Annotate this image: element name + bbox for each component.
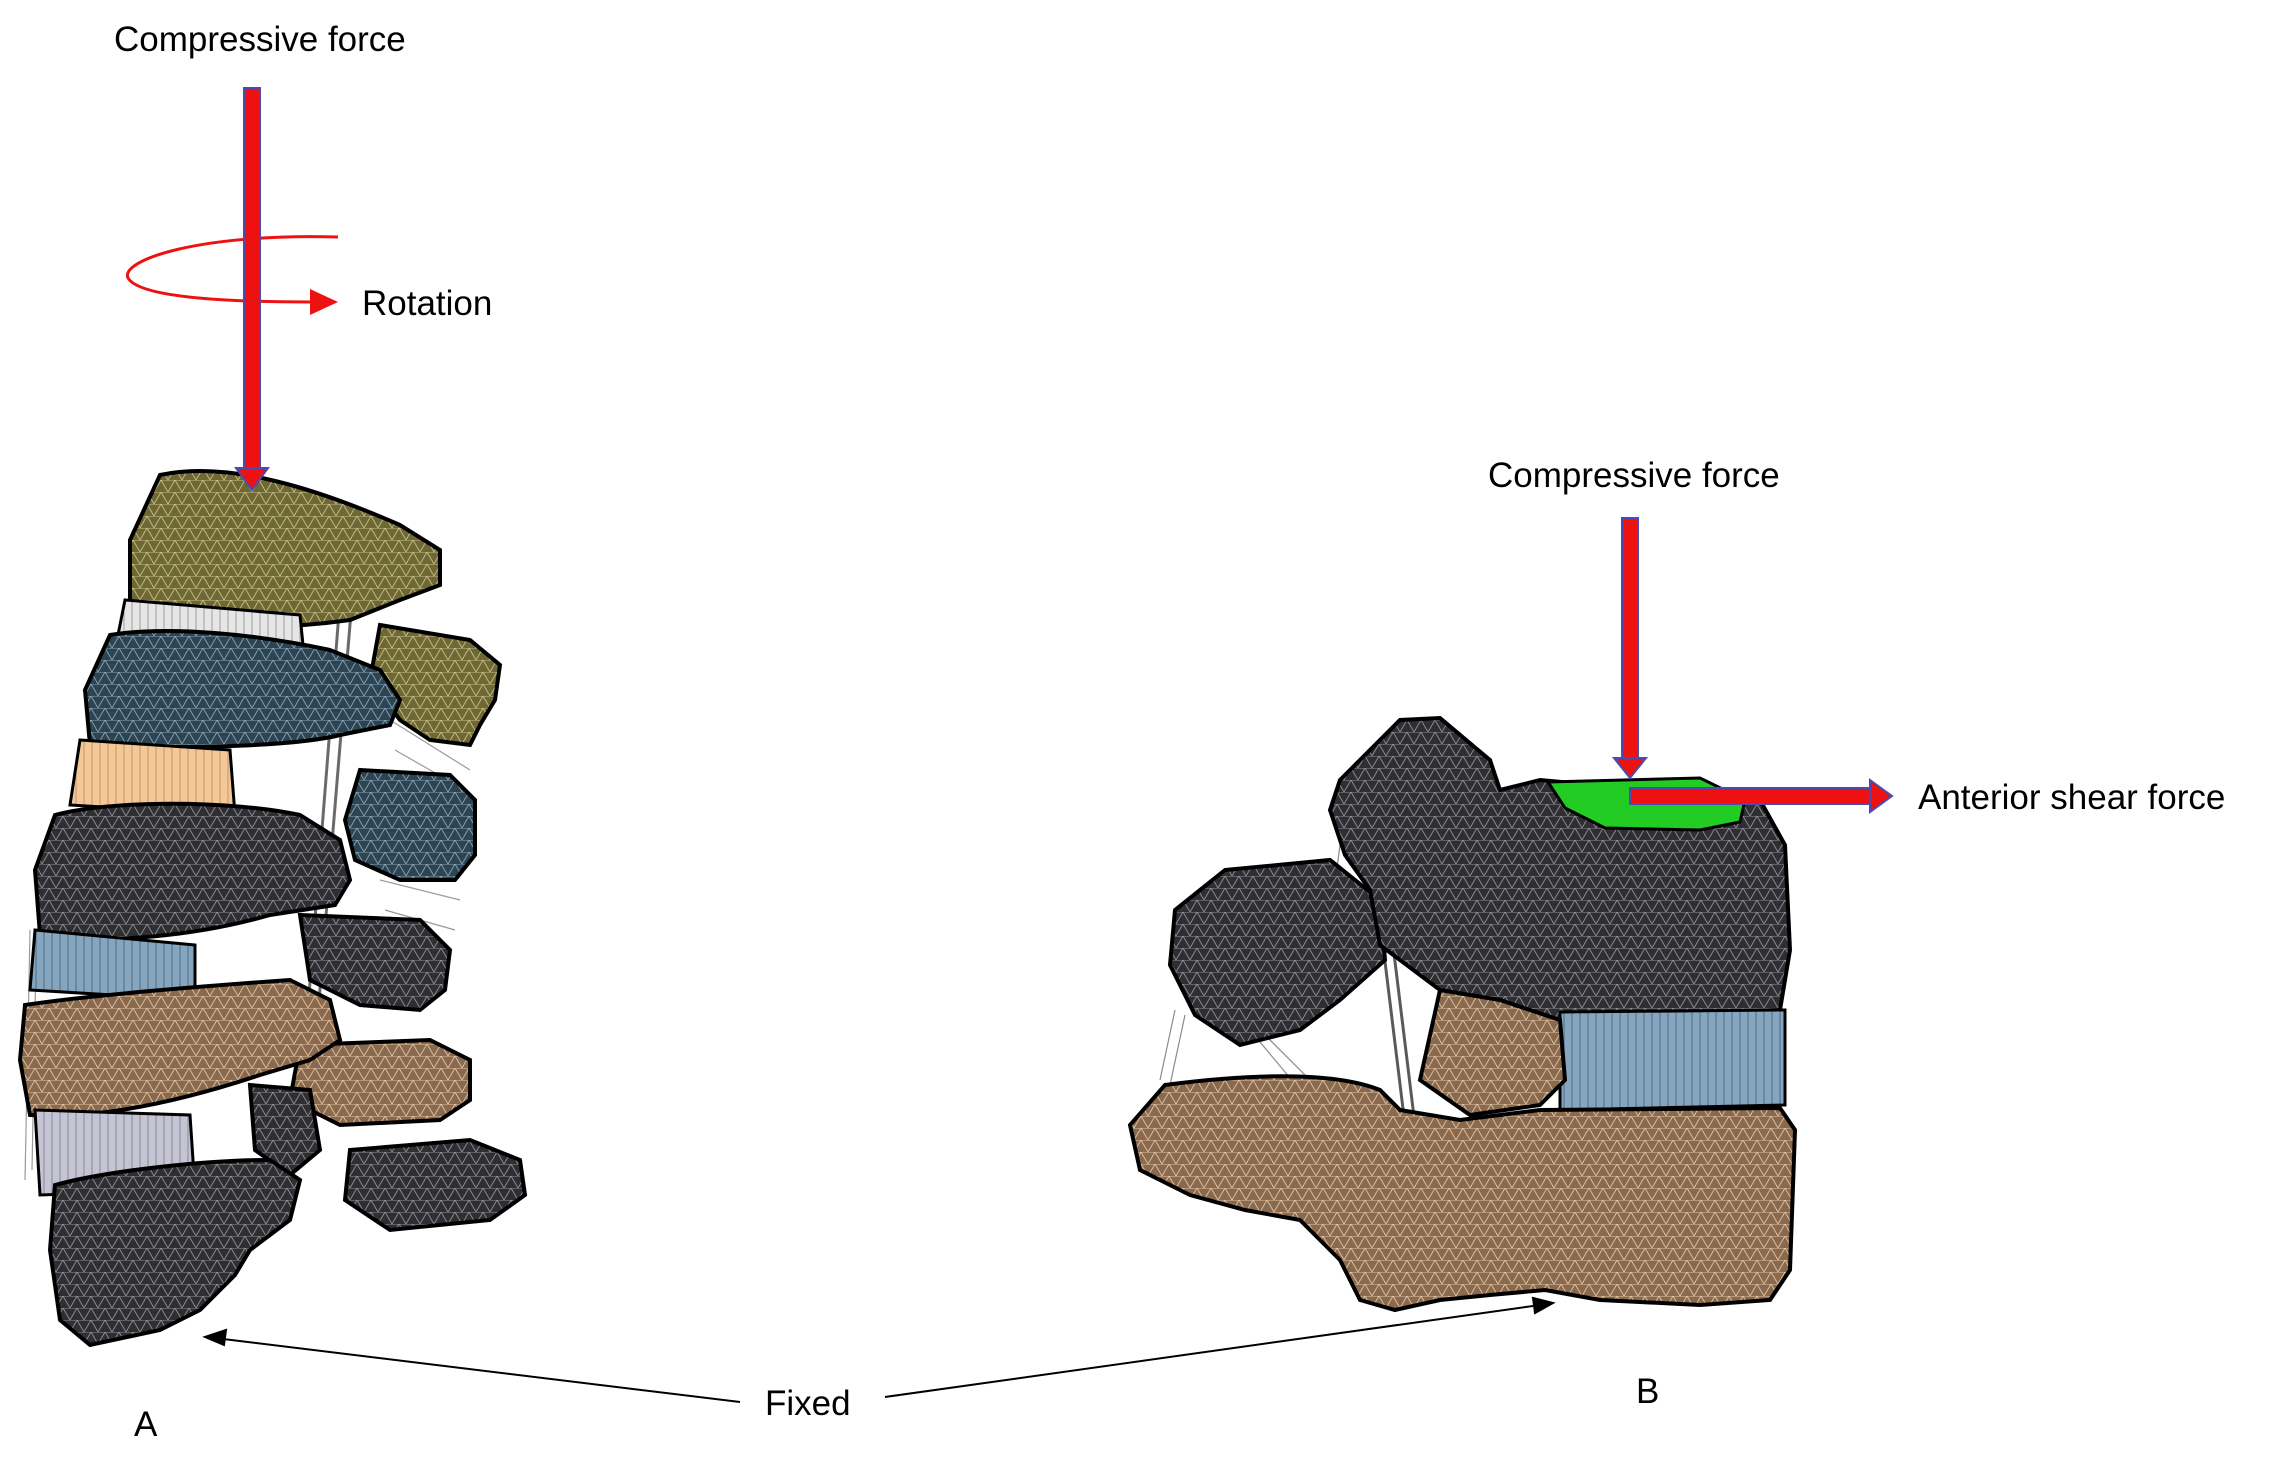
compressive-force-label-a: Compressive force (114, 20, 406, 59)
anterior-shear-force-label: Anterior shear force (1918, 778, 2226, 817)
compressive-force-arrow-a (234, 87, 270, 492)
fixed-label: Fixed (765, 1384, 851, 1423)
spine-model-b (1127, 715, 1798, 1313)
rotation-arrow (126, 235, 339, 315)
vertebra-l3 (32, 801, 453, 1013)
vertebra-l2 (82, 628, 477, 882)
rotation-label: Rotation (362, 284, 493, 323)
fixed-pointers (202, 1296, 1556, 1403)
disc-b (1558, 1008, 1787, 1112)
vertebra-l5 (47, 1082, 528, 1348)
compressive-force-arrow-b (1611, 517, 1649, 780)
compressive-force-label-b: Compressive force (1488, 456, 1780, 495)
panel-b-letter: B (1636, 1372, 1660, 1411)
panel-a-letter: A (134, 1405, 158, 1444)
spine-model-a (17, 469, 528, 1348)
vertebra-l4 (17, 977, 472, 1128)
shear-force-arrow (1629, 778, 1894, 814)
vertebra-lower-b (1127, 987, 1798, 1313)
